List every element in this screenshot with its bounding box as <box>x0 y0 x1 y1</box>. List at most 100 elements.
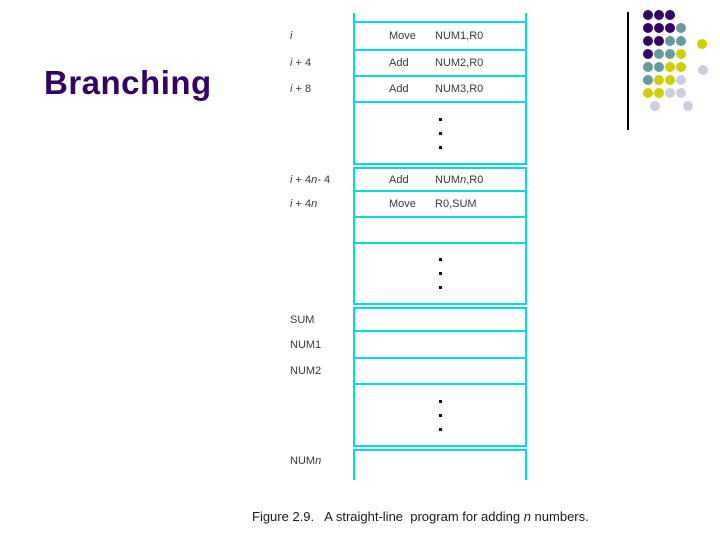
decor-dot <box>654 88 664 98</box>
decor-dot <box>643 75 653 85</box>
decor-dot <box>643 23 653 33</box>
decor-dot <box>643 49 653 59</box>
memory-row: SUM <box>290 307 527 332</box>
decor-dot <box>676 23 686 33</box>
opcode-label: Add <box>389 83 409 95</box>
decor-dot <box>665 23 675 33</box>
decor-dot <box>654 23 664 33</box>
memory-column-stub <box>353 471 527 480</box>
text-segment: NUM1 <box>290 338 322 351</box>
address-label: i <box>290 21 353 51</box>
decor-dot <box>654 36 664 46</box>
memory-ellipsis-cell <box>353 242 527 305</box>
memory-ellipsis-cell <box>353 383 527 447</box>
label-spacer <box>290 216 353 244</box>
text-segment: NUM1,R0 <box>435 30 484 42</box>
decor-dot <box>643 62 653 72</box>
memory-row: NUM1 <box>290 330 527 359</box>
text-segment: i <box>290 83 293 95</box>
decor-dot <box>654 62 664 72</box>
text-segment: NUM <box>290 455 316 467</box>
decor-dot <box>654 10 664 20</box>
decor-dot <box>643 88 653 98</box>
operand-label: NUM2,R0 <box>435 57 483 69</box>
text-segment: i <box>290 57 293 69</box>
operand-label: R0,SUM <box>435 198 477 210</box>
ellipsis-dot <box>438 413 442 417</box>
operand-label: NUMn,R0 <box>435 174 483 186</box>
opcode-label: Add <box>389 173 409 186</box>
text-segment: n <box>311 173 318 186</box>
memory-row: i + 8 Add NUM3,R0 <box>290 75 527 103</box>
memory-row: NUM2 <box>290 357 527 385</box>
decor-dot <box>654 49 664 59</box>
figure-caption: Figure 2.9. A straight-line program for … <box>252 509 589 524</box>
ellipsis-dot <box>438 258 442 261</box>
memory-cell <box>353 449 527 473</box>
ellipsis-dot <box>438 272 442 275</box>
address-label: NUM2 <box>290 357 353 385</box>
operand-label: NUM1,R0 <box>435 30 483 42</box>
text-segment: - 4 <box>317 173 331 186</box>
text-segment: R0,SUM <box>435 198 477 210</box>
address-label: i + 4 <box>290 49 353 77</box>
ellipsis-dot <box>438 131 442 135</box>
text-segment: i <box>290 173 293 186</box>
memory-row <box>290 216 527 244</box>
address-label: NUM1 <box>290 330 353 359</box>
text-segment: Figure 2.9. A straight-line program for … <box>252 509 524 524</box>
memory-cell <box>353 307 527 332</box>
decor-dot <box>683 101 693 111</box>
decor-dot <box>676 88 686 98</box>
label-spacer <box>290 242 353 305</box>
text-segment: n <box>315 455 322 467</box>
decor-dot <box>665 10 675 20</box>
label-spacer <box>290 101 353 165</box>
ellipsis-dot <box>438 286 442 289</box>
address-label: i + 8 <box>290 75 353 103</box>
page-title: Branching <box>44 64 212 101</box>
decor-vertical-line <box>627 12 629 130</box>
memory-row <box>290 13 527 23</box>
instruction-cell: Add NUMn,R0 <box>353 167 527 192</box>
text-segment: + 8 <box>292 83 312 95</box>
decor-dot <box>676 75 686 85</box>
text-segment: NUM3,R0 <box>435 83 484 95</box>
operand-label: NUM3,R0 <box>435 83 483 95</box>
decor-dot <box>643 10 653 20</box>
decor-dot <box>665 75 675 85</box>
text-segment: + 4 <box>292 57 312 69</box>
label-spacer <box>290 471 353 480</box>
opcode-label: Move <box>389 30 416 42</box>
decor-dot <box>665 49 675 59</box>
opcode-label: Move <box>389 198 416 210</box>
decor-dot <box>698 65 708 75</box>
memory-row <box>290 383 527 447</box>
memory-row <box>290 471 527 480</box>
text-segment: n <box>311 198 318 210</box>
text-segment: NUM <box>435 173 461 186</box>
text-segment: n <box>460 173 467 186</box>
text-segment: numbers. <box>530 509 589 524</box>
decor-dot <box>697 39 707 49</box>
memory-cell <box>353 216 527 244</box>
text-segment: i <box>290 198 293 210</box>
ellipsis-dot <box>438 427 442 431</box>
decor-dot <box>654 75 664 85</box>
memory-column-stub <box>353 13 527 23</box>
ellipsis-dot <box>438 117 442 121</box>
memory-row: i Move NUM1,R0 <box>290 21 527 51</box>
decor-dot <box>643 36 653 46</box>
text-segment: SUM <box>290 313 315 326</box>
ellipsis-dot <box>438 399 442 403</box>
text-segment: + 4 <box>292 173 312 186</box>
